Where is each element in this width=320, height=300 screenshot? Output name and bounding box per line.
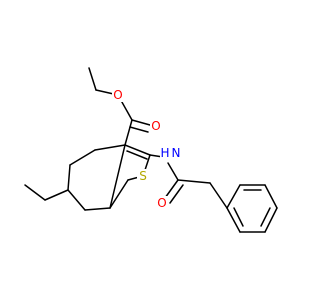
amide-nitrogen-label: N: [172, 146, 181, 160]
bond: [109, 179, 129, 209]
bond: [126, 150, 148, 160]
bond: [260, 207, 271, 227]
bond: [131, 119, 151, 126]
bond: [169, 184, 184, 204]
amide-hydrogen-label: H: [160, 146, 169, 160]
bond: [84, 207, 111, 211]
molecule-diagram: O O H N S O: [24, 67, 278, 233]
atom-label-mask: [156, 196, 168, 210]
bond: [88, 67, 97, 91]
bond: [124, 119, 133, 146]
bond: [67, 189, 86, 211]
bond: [167, 162, 179, 181]
bond: [109, 144, 126, 209]
bond: [226, 207, 241, 233]
bond: [69, 149, 96, 166]
molecule-canvas: O O H N S O: [24, 67, 278, 233]
bond: [67, 164, 71, 191]
atom-label-mask: [112, 88, 124, 102]
atom-label-mask: [137, 169, 149, 183]
bond: [44, 189, 69, 201]
bond: [177, 179, 211, 184]
bond: [129, 126, 149, 133]
ester-carbonyl-oxygen-label: O: [151, 119, 160, 133]
bond: [94, 144, 126, 151]
bond: [264, 184, 278, 209]
bond: [209, 182, 228, 209]
bond: [233, 207, 244, 227]
bond: [264, 207, 278, 233]
bond: [124, 144, 151, 156]
ester-ether-oxygen-label: O: [113, 88, 122, 102]
atom-label-mask: [150, 119, 162, 133]
amide-carbonyl-oxygen-label: O: [157, 196, 166, 210]
atom-label-mask: [160, 146, 182, 160]
ring-sulfur-label: S: [139, 169, 147, 183]
bond: [226, 184, 241, 209]
bond: [24, 184, 46, 201]
bond: [164, 179, 179, 199]
